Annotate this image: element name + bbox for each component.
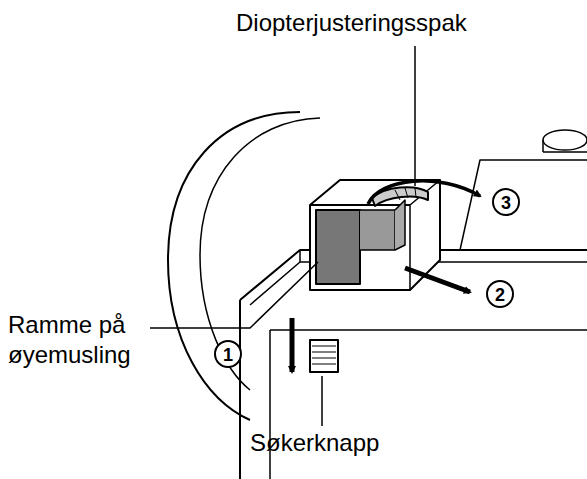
part-label: Diopterjusteringsspak	[236, 8, 467, 38]
camera-body	[168, 112, 587, 479]
leader-lines	[150, 46, 415, 426]
callout-number: 3	[492, 188, 520, 216]
callout-number: 2	[486, 280, 514, 308]
part-label: Ramme på øyemusling	[8, 310, 158, 370]
part-label: Søkerknapp	[250, 428, 379, 458]
callout-number: 1	[214, 340, 242, 368]
motion-arrows	[292, 181, 480, 372]
